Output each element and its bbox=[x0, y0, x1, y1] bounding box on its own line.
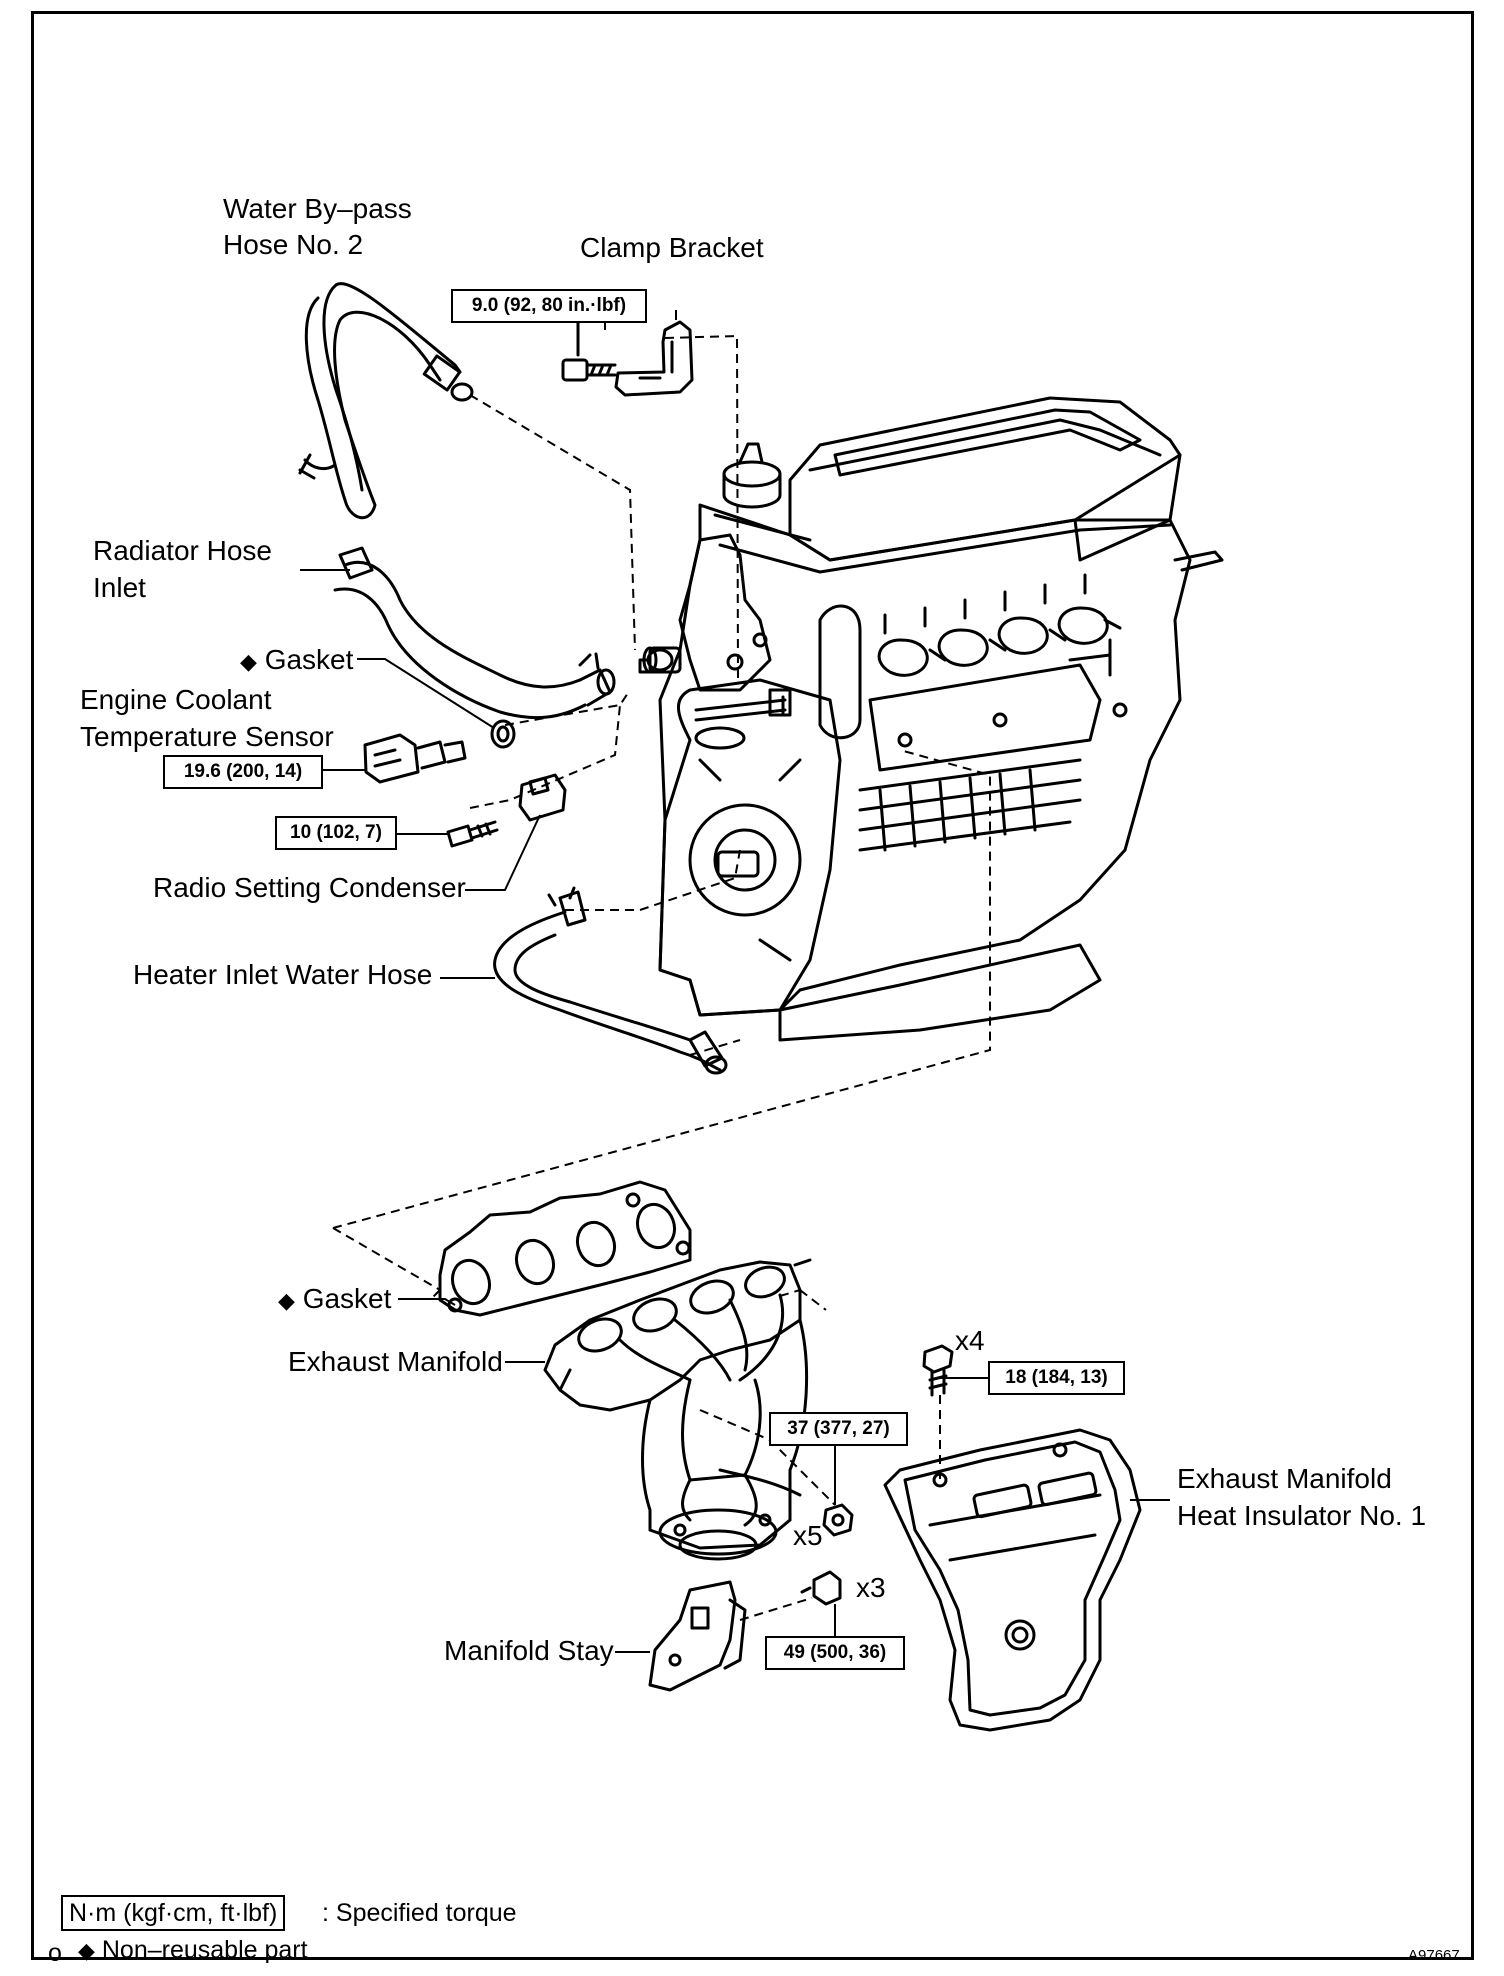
exhaust-manifold-label: Exhaust Manifold bbox=[288, 1346, 503, 1377]
stay-bolt-qty: x3 bbox=[856, 1572, 886, 1603]
legend-non-reusable: ◆ Non–reusable part bbox=[78, 1934, 308, 1967]
water-bypass-hose-label-line1: Water By–pass bbox=[223, 193, 412, 224]
clamp-bracket-torque-box: 9.0 (92, 80 in.·lbf) bbox=[451, 289, 647, 323]
radio-setting-condenser-label: Radio Setting Condenser bbox=[153, 872, 466, 903]
coolant-sensor-torque-box: 19.6 (200, 14) bbox=[163, 755, 323, 789]
diagram-frame bbox=[31, 11, 1474, 1960]
legend-torque-description: : Specified torque bbox=[322, 1899, 517, 1927]
engine-block-drawing bbox=[638, 396, 1224, 1042]
heater-inlet-hose-drawing bbox=[493, 886, 728, 1075]
heater-inlet-hose-label: Heater Inlet Water Hose bbox=[133, 959, 433, 990]
condenser-torque-box: 10 (102, 7) bbox=[275, 816, 397, 850]
heat-insulator-label-line2: Heat Insulator No. 1 bbox=[1177, 1500, 1427, 1531]
manifold-stay-label: Manifold Stay bbox=[444, 1635, 614, 1666]
coolant-sensor-label-line1: Engine Coolant bbox=[80, 684, 272, 715]
exhaust-manifold-drawing bbox=[543, 1258, 812, 1561]
insulator-bolt-torque-box: 18 (184, 13) bbox=[988, 1361, 1125, 1395]
clamp-bracket-drawing bbox=[561, 318, 694, 397]
fastener-drawings bbox=[800, 1344, 954, 1606]
radiator-hose-inlet-drawing bbox=[333, 546, 616, 720]
non-reusable-diamond-icon: ◆ bbox=[278, 1288, 295, 1313]
heat-insulator-label-line1: Exhaust Manifold bbox=[1177, 1463, 1392, 1494]
gasket-upper-text: Gasket bbox=[264, 644, 354, 675]
coolant-sensor-label-line2: Temperature Sensor bbox=[80, 721, 334, 752]
manifold-stay-drawing bbox=[648, 1580, 747, 1692]
gasket-lower-text: Gasket bbox=[302, 1283, 392, 1314]
legend-torque-unit-box: N·m (kgf·cm, ft·lbf) bbox=[61, 1895, 286, 1931]
figure-id: A97667 bbox=[1408, 1947, 1460, 1964]
clamp-bracket-label: Clamp Bracket bbox=[580, 232, 764, 263]
manifold-nut-qty: x5 bbox=[793, 1520, 823, 1551]
radiator-hose-inlet-label-line2: Inlet bbox=[93, 572, 146, 603]
radiator-hose-inlet-label-line1: Radiator Hose bbox=[93, 535, 272, 566]
non-reusable-diamond-icon: ◆ bbox=[78, 1938, 95, 1963]
water-bypass-hose-label-line2: Hose No. 2 bbox=[223, 229, 364, 260]
gasket-upper-label: ◆ Gasket bbox=[240, 641, 353, 680]
gasket-lower-label: ◆ Gasket bbox=[278, 1280, 391, 1319]
coolant-sensor-parts-drawing bbox=[363, 646, 792, 848]
manifold-nut-torque-box: 37 (377, 27) bbox=[769, 1412, 908, 1446]
legend-non-reusable-text: Non–reusable part bbox=[101, 1936, 308, 1964]
heat-insulator-drawing bbox=[883, 1428, 1142, 1732]
insulator-bolt-qty: x4 bbox=[955, 1325, 985, 1356]
stay-bolt-torque-box: 49 (500, 36) bbox=[765, 1636, 905, 1670]
water-bypass-hose-drawing bbox=[298, 282, 474, 519]
leader-lines bbox=[300, 308, 1170, 1653]
exhaust-gasket-drawing bbox=[438, 1180, 692, 1317]
non-reusable-diamond-icon: ◆ bbox=[240, 649, 257, 674]
legend-corner-mark: o bbox=[48, 1939, 62, 1967]
